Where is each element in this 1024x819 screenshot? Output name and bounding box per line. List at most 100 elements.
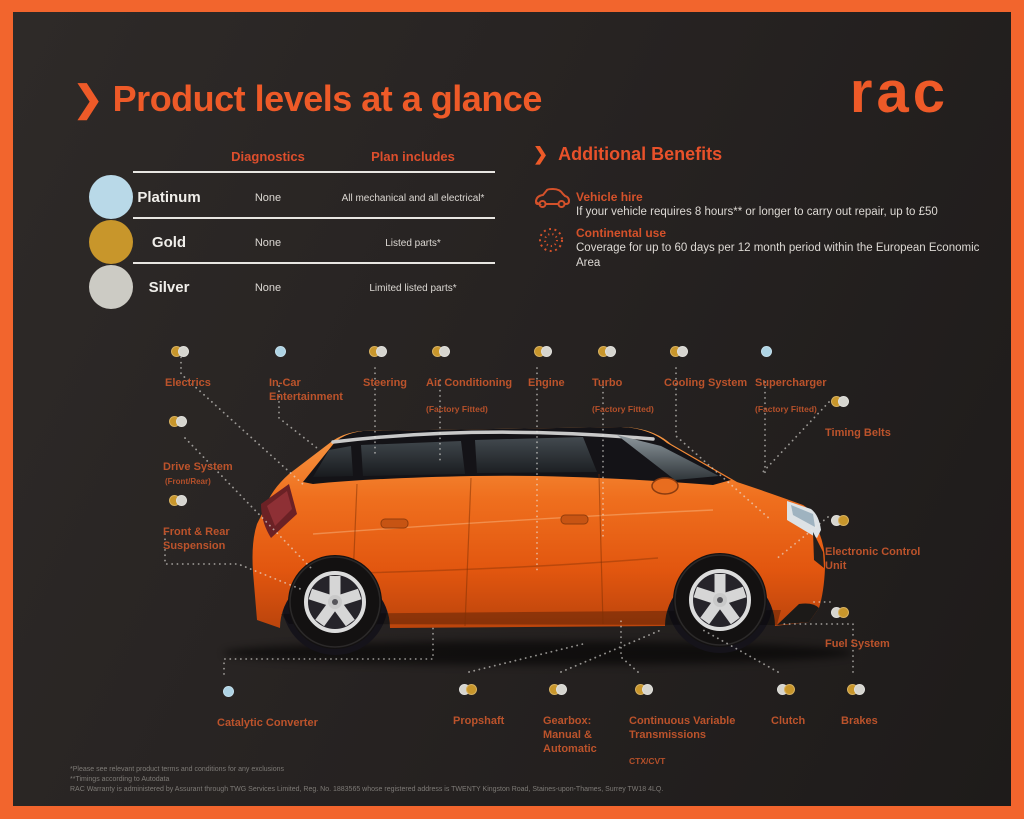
coverage-dots [549, 684, 597, 696]
part-label-engine: Engine [528, 332, 565, 404]
coverage-dot-silver [176, 416, 187, 428]
part-label-clutch: Clutch [771, 670, 805, 742]
coverage-dot-gold [838, 515, 849, 527]
part-label-turbo: Turbo (Factory Fitted) [592, 332, 654, 430]
coverage-dot-silver [838, 396, 849, 408]
footnote-line: RAC Warranty is administered by Assurant… [70, 785, 664, 793]
coverage-dots [598, 346, 654, 358]
coverage-dots [777, 684, 805, 696]
part-label-steering: Steering [363, 332, 407, 404]
door-handle [560, 514, 589, 525]
taillight [261, 484, 297, 538]
part-label-in-car-entertainment: In-Car Entertainment [269, 332, 343, 418]
chevron-icon: ❯ [533, 144, 549, 164]
part-label-air-conditioning: Air Conditioning (Factory Fitted) [426, 332, 512, 430]
part-label-electrics: Electrics [165, 332, 211, 404]
coverage-dot-platinum [223, 686, 234, 698]
column-header-plan-includes: Plan includes [371, 149, 455, 164]
car-body [252, 427, 826, 628]
coverage-dot-gold [838, 607, 849, 619]
coverage-dots [670, 346, 747, 358]
coverage-dot-silver [176, 495, 187, 507]
plan-diagnostics: None [254, 237, 282, 249]
table-divider [133, 262, 495, 264]
coverage-dots [223, 686, 318, 698]
part-label-brakes: Brakes [841, 670, 878, 742]
coverage-dots [847, 684, 878, 696]
benefit-text: Coverage for up to 60 days per 12 month … [576, 242, 980, 269]
plan-includes: Listed parts* [385, 238, 441, 249]
coverage-dots [169, 416, 233, 428]
coverage-dots [831, 396, 891, 408]
page-title-text: Product levels at a glance [112, 78, 543, 119]
coverage-dots [831, 607, 890, 619]
plan-name: Platinum [137, 189, 201, 206]
part-label-timing-belts: Timing Belts [825, 382, 891, 454]
part-label-catalytic-converter: Catalytic Converter [217, 672, 318, 744]
side-mirror [651, 477, 679, 495]
coverage-dot-silver [677, 346, 688, 358]
coverage-dots [432, 346, 512, 358]
chevron-icon: ❯ [73, 78, 103, 119]
footnote-line: *Please see relevant product terms and c… [70, 766, 285, 773]
coverage-dot-silver [178, 346, 189, 358]
footnotes: *Please see relevant product terms and c… [70, 765, 950, 794]
coverage-dots [534, 346, 565, 358]
part-label-front-rear-suspension: Front & Rear Suspension [163, 481, 230, 567]
table-divider [133, 171, 495, 173]
plan-name: Gold [151, 234, 187, 251]
car-icon [534, 187, 571, 208]
coverage-dot-silver [541, 346, 552, 358]
plan-swatch-silver [89, 265, 133, 309]
benefit-text: If your vehicle requires 8 hours** or lo… [576, 206, 938, 218]
coverage-dot-silver [556, 684, 567, 696]
footnote-line: **Timings according to Autodata [70, 775, 170, 783]
plan-includes: All mechanical and all electrical* [341, 193, 485, 204]
dark-panel: ❯Product levels at a glance rac Diagnost… [13, 12, 1011, 806]
coverage-dots [275, 346, 343, 358]
coverage-dots [635, 684, 735, 696]
coverage-dots [459, 684, 504, 696]
plan-swatch-platinum [89, 175, 133, 219]
coverage-dot-gold [784, 684, 795, 696]
benefits-heading-text: Additional Benefits [558, 144, 723, 164]
part-label-electronic-control-unit: Electronic Control Unit [825, 501, 920, 587]
coverage-dot-silver [605, 346, 616, 358]
door-handle [380, 518, 409, 529]
column-header-diagnostics: Diagnostics [231, 149, 305, 164]
coverage-dots [369, 346, 407, 358]
coverage-dot-silver [376, 346, 387, 358]
benefits-heading: ❯ Additional Benefits [533, 144, 722, 165]
coverage-dot-silver [854, 684, 865, 696]
part-label-cvt: Continuous Variable Transmissions CTX/CV… [629, 670, 735, 782]
coverage-dot-platinum [275, 346, 286, 358]
part-label-drive-system: Drive System (Front/Rear) [163, 402, 233, 503]
part-label-propshaft: Propshaft [453, 670, 504, 742]
car-shadow [223, 641, 853, 665]
table-divider [133, 217, 495, 219]
part-label-cooling-system: Cooling System [664, 332, 747, 404]
page-title: ❯Product levels at a glance [73, 78, 542, 120]
coverage-dots [761, 346, 827, 358]
headlight [787, 501, 821, 538]
part-label-gearbox: Gearbox: Manual & Automatic [543, 670, 597, 771]
part-label-supercharger: Supercharger (Factory Fitted) [755, 332, 827, 430]
benefit-title: Continental use [576, 226, 667, 240]
rear-wheel [288, 555, 382, 649]
plan-diagnostics: None [254, 282, 282, 294]
benefit-title: Vehicle hire [576, 190, 643, 204]
coverage-dot-silver [439, 346, 450, 358]
plan-diagnostics: None [254, 192, 282, 204]
rac-logo: rac [849, 60, 949, 125]
plan-swatch-gold [89, 220, 133, 264]
plan-includes: Limited listed parts* [369, 283, 457, 294]
coverage-dots [171, 346, 211, 358]
front-wheel [673, 553, 767, 647]
dotted-circle-icon [539, 228, 563, 252]
coverage-dots [169, 495, 230, 507]
part-label-fuel-system: Fuel System [825, 593, 890, 665]
coverage-dot-silver [642, 684, 653, 696]
coverage-dot-platinum [761, 346, 772, 358]
coverage-dot-gold [466, 684, 477, 696]
